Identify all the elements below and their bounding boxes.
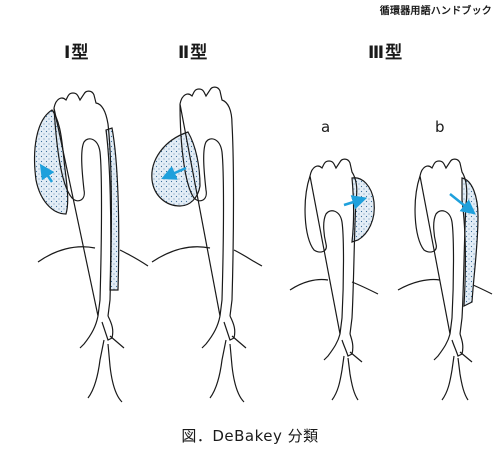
type-1-figure: [33, 90, 149, 403]
type-1-arrow: [39, 163, 55, 183]
type-3a-label: a: [321, 118, 331, 136]
figure-caption: 図．DeBakey 分類: [181, 427, 319, 445]
type-2-figure: [151, 86, 263, 403]
type-3b-figure: [397, 158, 493, 401]
type-3b-label: b: [435, 118, 445, 136]
type-3-label: Ⅲ型: [368, 43, 404, 63]
type-3b-arrow: [449, 193, 476, 215]
type-1-diaphragm: [37, 246, 96, 263]
type-3a-arrow: [343, 195, 368, 210]
type-2-arrow: [161, 166, 187, 180]
type-2-label: Ⅱ型: [178, 43, 209, 63]
type-3a-dissection-area: [351, 177, 375, 243]
book-title: 循環器用語ハンドブック: [379, 6, 492, 17]
type-3a-figure: [289, 158, 379, 401]
type-1-label: Ⅰ型: [64, 43, 90, 63]
type-1-dissection-area: [33, 109, 69, 215]
